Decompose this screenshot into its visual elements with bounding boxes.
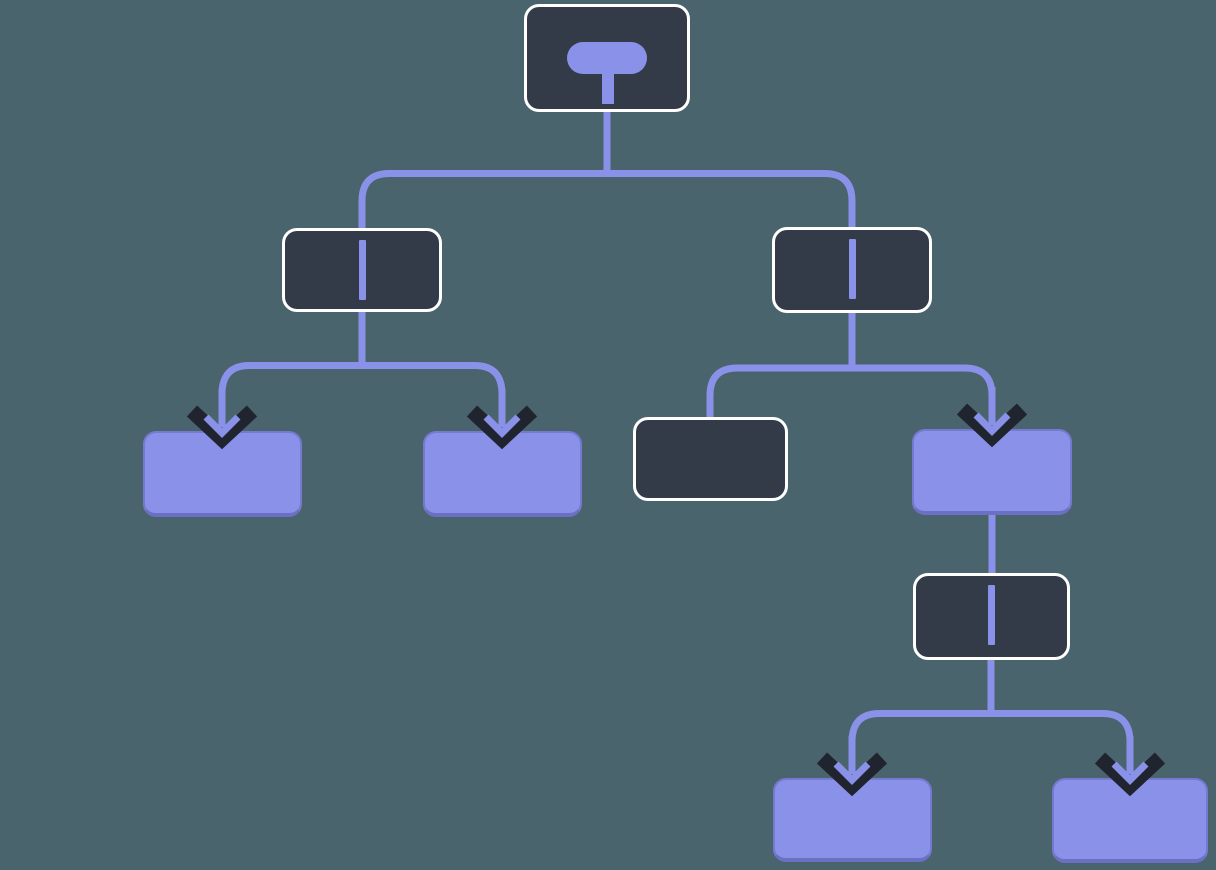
through-line-icon [988,585,995,645]
node-root [524,4,690,112]
node-branch-right [772,227,932,313]
edge-root-to-branches [358,170,856,231]
node-branch-bottom [913,573,1070,660]
arrow-down-icon [956,387,1028,448]
edge-branch-bottom-split [848,710,1134,743]
arrow-down-icon [1094,736,1166,797]
through-line-icon [358,240,366,300]
node-plain-dark [633,417,788,501]
through-line-icon [848,239,856,299]
node-branch-left [282,228,442,312]
edge-branch-left-split [218,362,506,395]
arrow-down-icon [186,389,258,450]
arrow-down-icon [816,736,888,797]
arrow-down-icon [466,389,538,450]
root-pill-icon [527,7,687,109]
edge-branch-right-split [706,364,996,420]
